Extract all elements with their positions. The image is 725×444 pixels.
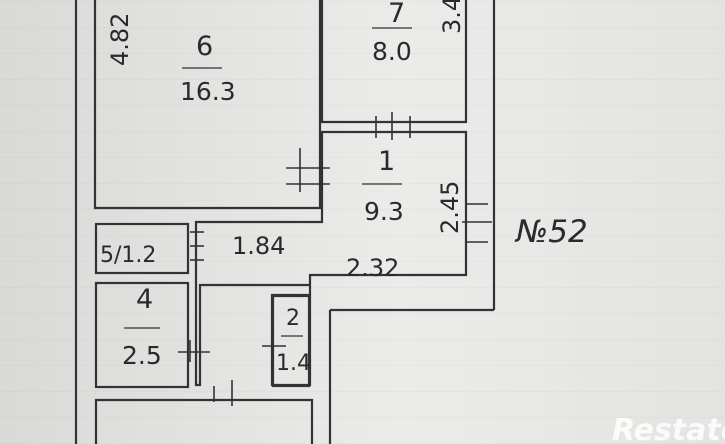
- dimension-2-45: 2.45: [436, 181, 464, 234]
- room-7-area: 8.0: [372, 37, 412, 66]
- room-4-number: 4: [136, 284, 153, 315]
- room-2-number: 2: [286, 306, 300, 331]
- door-marks: [178, 112, 492, 406]
- room-6-walls: [93, 0, 322, 210]
- room-7-number: 7: [388, 0, 405, 29]
- bottom-room-walls: [94, 398, 314, 444]
- restate-watermark: Restate: [612, 413, 725, 444]
- apartment-number: №52: [514, 214, 588, 250]
- outer-walls: [74, 0, 496, 444]
- room-5-label: 5/1.2: [100, 243, 156, 268]
- dimension-3-4: 3.4: [438, 0, 466, 34]
- dimension-2-32: 2.32: [346, 254, 399, 282]
- room-2-walls: [271, 294, 311, 388]
- room-2-area: 1.4: [276, 351, 311, 376]
- room-4-walls: [94, 281, 190, 389]
- dimension-1-84: 1.84: [232, 232, 285, 260]
- room-6-number: 6: [196, 31, 213, 62]
- room-7-walls: [320, 0, 468, 124]
- room-1-area: 9.3: [364, 197, 404, 226]
- room-4-area: 2.5: [122, 341, 162, 370]
- room-5-walls: [94, 222, 190, 275]
- room-1-number: 1: [378, 146, 395, 177]
- room-6-area: 16.3: [180, 77, 236, 106]
- dimension-4-82: 4.82: [106, 13, 134, 66]
